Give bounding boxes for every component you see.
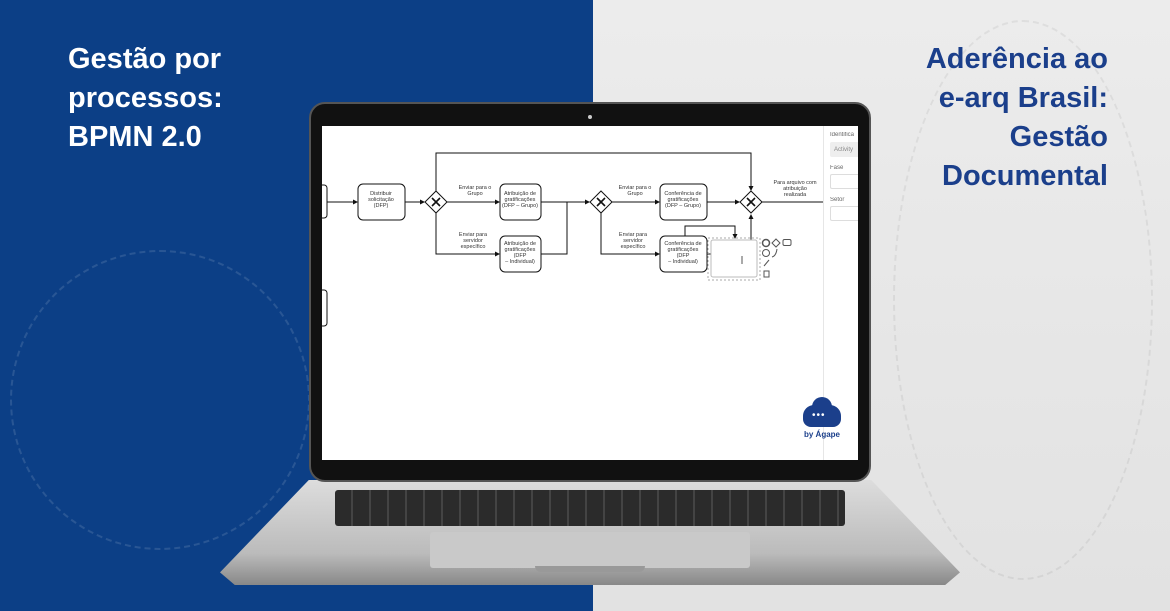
headline-line: BPMN 2.0	[68, 121, 202, 153]
context-pad[interactable]	[761, 238, 792, 278]
flow-label: Enviar para o	[619, 185, 652, 191]
logo-text: by Ágape	[803, 430, 840, 439]
headline-line: Gestão por	[68, 43, 222, 75]
intermediate-event-icon[interactable]	[762, 249, 770, 257]
headline-earq: Aderência ao e-arq Brasil: Gestão Docume…	[926, 40, 1108, 196]
task-label: (DFP – Grupo)	[665, 203, 701, 209]
task-label: Atribuição de	[504, 241, 536, 247]
flow-label: Enviar para	[459, 232, 488, 238]
flow-label: realizada	[784, 192, 807, 198]
task-label: Conferência de	[664, 241, 701, 247]
gateway-exclusive[interactable]	[424, 190, 448, 214]
setor-input[interactable]	[830, 206, 858, 221]
flow-label: servidor	[463, 238, 483, 244]
partial-element[interactable]	[322, 289, 328, 327]
task-label: gratificações	[668, 197, 699, 203]
sequence-flow[interactable]	[541, 202, 568, 255]
task-label: – Individual)	[505, 259, 535, 265]
task-atribuicao-individual[interactable]	[499, 235, 542, 273]
flow-label: Grupo	[627, 191, 642, 197]
task-atribuicao-grupo[interactable]	[499, 183, 542, 221]
task-label: (DFP)	[374, 203, 389, 209]
task-label: gratificações	[505, 197, 536, 203]
sequence-flow[interactable]	[684, 225, 738, 239]
headline-line: Aderência ao	[925, 43, 1108, 75]
headline-line: Documental	[942, 160, 1108, 192]
decorative-circle	[893, 20, 1153, 580]
agape-logo: ••• by Ágape	[801, 397, 843, 439]
task-label: solicitação	[368, 197, 394, 203]
sequence-flow[interactable]	[435, 213, 500, 257]
laptop-trackpad	[430, 532, 750, 568]
gateway-exclusive[interactable]	[739, 190, 763, 214]
decorative-circle	[10, 250, 310, 550]
fase-label: Fase	[830, 165, 844, 171]
gateway-icon[interactable]	[771, 238, 781, 248]
identification-label: Identifica	[830, 132, 855, 138]
sequence-flow[interactable]	[600, 213, 660, 257]
end-event-icon[interactable]	[761, 238, 771, 248]
flow-label: Grupo	[467, 191, 482, 197]
headline-line: e-arq Brasil:	[938, 82, 1108, 114]
flow-label: específico	[461, 244, 486, 250]
task-label: (DFP – Grupo)	[502, 203, 538, 209]
camera-icon	[588, 115, 592, 119]
task-label: (DFP	[514, 253, 527, 259]
start-element[interactable]	[322, 184, 328, 219]
task-label: Atribuição de	[504, 191, 536, 197]
headline-bpmn: Gestão por processos: BPMN 2.0	[68, 40, 223, 157]
identification-input[interactable]: Activity	[830, 142, 858, 157]
task-distribuir[interactable]	[357, 183, 406, 221]
flow-label: específico	[621, 244, 646, 250]
task-new-selected[interactable]	[710, 239, 758, 278]
laptop-keyboard	[335, 490, 845, 526]
flow-label: atribuição	[783, 186, 807, 192]
cloud-icon: •••	[803, 397, 841, 427]
connect-icon[interactable]	[771, 248, 778, 258]
task-label: (DFP	[677, 253, 690, 259]
headline-line: Gestão	[1009, 121, 1108, 153]
setor-label: Setor	[830, 197, 845, 203]
wrench-icon[interactable]	[763, 259, 770, 267]
task-conferencia-grupo[interactable]	[659, 183, 708, 221]
task-label: Conferência de	[664, 191, 701, 197]
task-label: – Individual)	[668, 259, 698, 265]
trash-icon[interactable]	[763, 270, 770, 278]
task-label: Distribuir	[370, 191, 392, 197]
flow-label: Para arquivo com	[773, 180, 817, 186]
headline-line: processos:	[68, 82, 223, 114]
task-conferencia-individual[interactable]	[659, 235, 708, 273]
task-label: gratificações	[505, 247, 536, 253]
task-icon[interactable]	[782, 239, 792, 246]
flow-label: Enviar para	[619, 232, 648, 238]
selection-outline	[707, 237, 761, 281]
fase-input[interactable]	[830, 174, 858, 189]
laptop-notch	[535, 566, 645, 572]
loop-flow[interactable]	[435, 152, 754, 191]
task-label: gratificações	[668, 247, 699, 253]
flow-label: servidor	[623, 238, 643, 244]
flow-label: Enviar para o	[459, 185, 492, 191]
gateway-exclusive[interactable]	[589, 190, 613, 214]
